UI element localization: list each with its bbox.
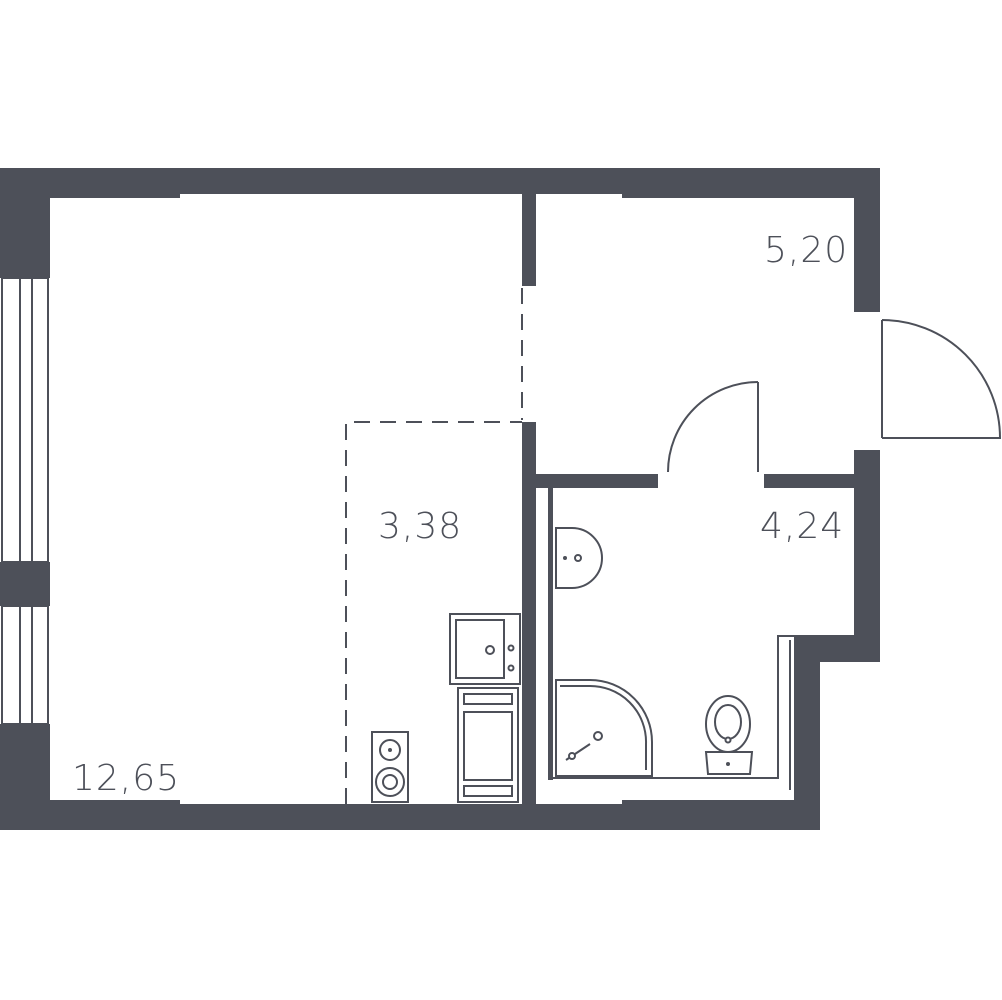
bathroom-area-label: 4,24 [760,506,844,547]
wall-bottom-left-pier [0,800,180,830]
washbasin [555,527,603,589]
kitchen-area-label: 3,38 [378,506,462,547]
entrance-door [881,319,1002,439]
wall-left-middle [0,562,50,606]
bath-top-wall-right [764,474,854,488]
hall-area-label: 5,20 [764,230,848,271]
wall-right-lower [854,450,880,662]
washing-machine [371,731,409,803]
window-lower [1,605,49,725]
kitchen-sink [449,613,521,685]
bath-inner-outline [552,635,854,779]
bathroom-fixtures [555,527,754,777]
interior-walls [522,194,854,804]
wall-right-upper [854,168,880,312]
exterior-walls [0,168,880,830]
windows-left [1,277,49,725]
bathroom-door [667,381,759,473]
wall-step-vertical [794,636,820,830]
living-area-label: 12,65 [72,758,180,799]
bath-top-wall-left [536,474,658,488]
partition-upper [522,194,536,286]
window-upper [1,277,49,563]
partition-lower [522,422,536,804]
bath-left-lining [548,488,552,780]
zone-line-kitchen [345,421,522,804]
kitchen-fixtures [371,613,521,803]
zone-boundaries [345,288,523,804]
toilet [704,695,754,775]
doors [667,319,1002,473]
shower-corner [555,679,653,777]
wall-bottom-right-pier [622,800,820,830]
wall-left-top [0,168,50,278]
wall-top-right-pier [622,168,880,198]
kitchen-stove [457,687,519,803]
area-labels: 12,65 3,38 5,20 4,24 [72,230,848,799]
